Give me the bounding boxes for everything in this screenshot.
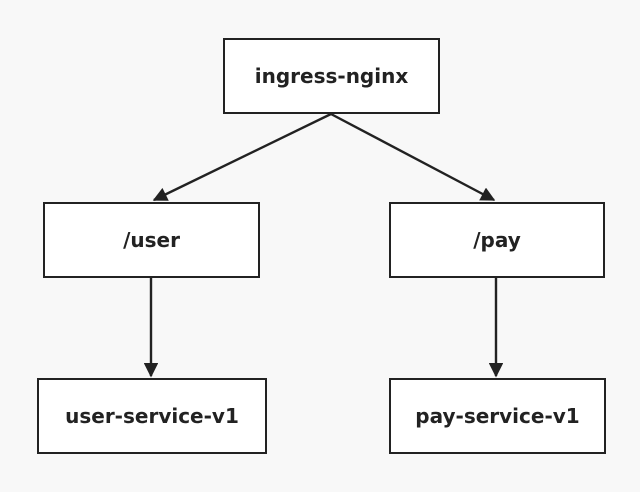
node-pay-service-v1: pay-service-v1 bbox=[389, 378, 606, 454]
node-pay-path: /pay bbox=[389, 202, 605, 278]
node-user-service-v1: user-service-v1 bbox=[37, 378, 267, 454]
node-label: ingress-nginx bbox=[254, 64, 409, 88]
node-label: /user bbox=[123, 228, 180, 252]
node-label: user-service-v1 bbox=[65, 404, 239, 428]
edge-root-to-pay bbox=[330, 112, 496, 202]
node-user-path: /user bbox=[43, 202, 260, 278]
node-label: pay-service-v1 bbox=[415, 404, 580, 428]
edge-root-to-user bbox=[152, 112, 332, 202]
node-label: /pay bbox=[473, 228, 521, 252]
node-ingress-nginx: ingress-nginx bbox=[223, 38, 440, 114]
